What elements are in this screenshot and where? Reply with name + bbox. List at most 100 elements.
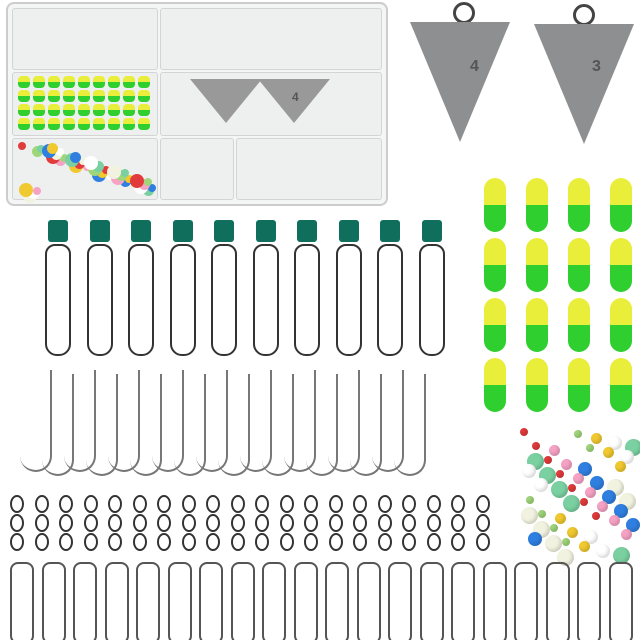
box-float <box>48 76 60 88</box>
box-bead <box>33 187 41 195</box>
snap <box>388 562 412 640</box>
float <box>568 178 590 232</box>
bead <box>538 510 546 518</box>
box-float <box>63 76 75 88</box>
box-bead <box>70 152 81 163</box>
sinker-slide-clip <box>250 220 280 356</box>
float <box>568 238 590 292</box>
float <box>610 298 632 352</box>
box-bead <box>121 169 129 177</box>
bead <box>550 524 558 532</box>
pyramid-sinker-right <box>534 24 634 144</box>
bead <box>603 447 614 458</box>
sinker-slide-clip <box>416 220 446 356</box>
bead <box>544 456 552 464</box>
float <box>526 358 548 412</box>
bead <box>534 478 548 492</box>
sinker-eye <box>573 4 595 26</box>
box-float <box>93 90 105 102</box>
bead <box>521 507 538 524</box>
bead <box>555 513 566 524</box>
swivel <box>426 495 441 551</box>
box-bead <box>148 184 156 192</box>
box-float <box>33 90 45 102</box>
snaps-compartment <box>236 138 382 200</box>
bead <box>579 541 590 552</box>
swivel <box>83 495 98 551</box>
hooks-compartment <box>12 8 158 70</box>
sinker-slide-clip <box>167 220 197 356</box>
box-float <box>78 76 90 88</box>
box-sinker-label: 4 <box>292 90 299 104</box>
snap <box>136 562 160 640</box>
bead <box>549 445 560 456</box>
bead <box>584 530 598 544</box>
swivel <box>59 495 73 551</box>
bead <box>545 535 562 552</box>
box-float <box>108 118 120 130</box>
hook <box>284 370 316 472</box>
box-bead <box>84 156 98 170</box>
hook <box>108 370 140 472</box>
swivel <box>377 495 392 551</box>
box-float <box>63 118 75 130</box>
box-float <box>33 104 45 116</box>
bead <box>573 473 584 484</box>
snap <box>356 562 381 640</box>
box-bead <box>47 143 58 154</box>
swivels-compartment <box>160 138 234 200</box>
hook <box>350 374 382 476</box>
swivel <box>10 495 24 551</box>
bead <box>561 459 572 470</box>
snap <box>451 562 475 640</box>
box-float <box>78 118 90 130</box>
float <box>484 178 506 232</box>
box-sinker <box>190 79 262 123</box>
bead <box>585 487 596 498</box>
bead <box>602 490 616 504</box>
bead <box>532 442 540 450</box>
float <box>610 178 632 232</box>
bead <box>586 444 594 452</box>
box-bead <box>93 161 104 172</box>
sinker-slide-clip <box>84 220 114 356</box>
box-bead <box>37 145 45 153</box>
swivel <box>353 495 367 551</box>
bead <box>592 512 600 520</box>
bead <box>620 450 634 464</box>
bead <box>596 544 610 558</box>
swivel <box>279 495 294 551</box>
bead <box>615 461 626 472</box>
hook <box>42 374 74 476</box>
hook <box>86 374 118 476</box>
hook <box>196 370 228 472</box>
tackle-box: 4 <box>6 2 388 206</box>
box-float <box>123 104 135 116</box>
sinker-slide-clip <box>125 220 155 356</box>
box-float <box>138 90 150 102</box>
bead <box>621 529 632 540</box>
float <box>526 298 548 352</box>
hook <box>130 374 162 476</box>
float <box>526 178 548 232</box>
box-float <box>18 90 30 102</box>
box-bead <box>56 148 64 156</box>
float <box>484 298 506 352</box>
box-float <box>108 90 120 102</box>
box-bead <box>125 175 133 183</box>
box-sinker <box>258 79 330 123</box>
sinker-label-left: 4 <box>470 58 479 75</box>
snap <box>104 562 129 640</box>
swivel <box>157 495 171 551</box>
float <box>484 358 506 412</box>
snap <box>262 562 286 640</box>
box-float <box>138 104 150 116</box>
hook <box>174 374 206 476</box>
snap <box>73 562 97 640</box>
snap <box>514 562 538 640</box>
swivel <box>304 495 318 551</box>
box-bead <box>144 178 152 186</box>
box-float <box>108 76 120 88</box>
snap <box>419 562 444 640</box>
